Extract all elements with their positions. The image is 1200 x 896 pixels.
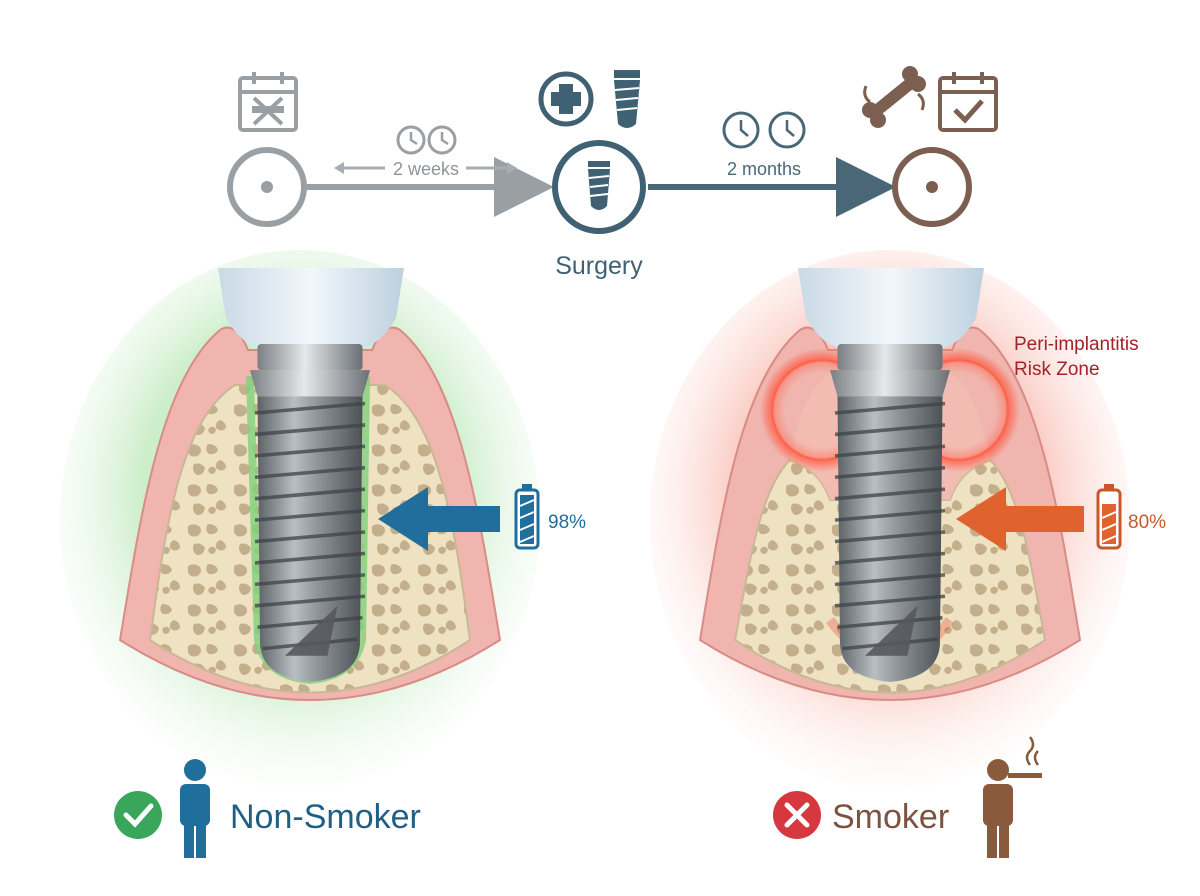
person-icon (180, 759, 210, 858)
timeline-node-start (227, 147, 307, 227)
check-icon (114, 791, 162, 839)
battery-gauge (514, 484, 540, 550)
surgery-label: Surgery (555, 252, 643, 280)
cross-icon (773, 791, 821, 839)
timeline-node-surgery (552, 140, 646, 234)
stability-arrow (956, 487, 1084, 551)
risk-label-line1: Peri-implantitis (1014, 334, 1139, 355)
timeline: 2 weeks Surgery 2 months (227, 66, 998, 280)
non-smoker-label: Non-Smoker (230, 798, 421, 836)
left-percent: 98% (548, 512, 586, 533)
smoking-person-icon (983, 736, 1042, 858)
calendar-check-icon (938, 72, 998, 132)
implant (828, 342, 952, 684)
clock-icon (396, 125, 457, 155)
no-smoking-calendar-icon (238, 72, 298, 132)
stability-arrow (378, 487, 500, 551)
crown (798, 268, 984, 348)
risk-label-line2: Risk Zone (1014, 359, 1100, 380)
two-weeks-span: 2 weeks (334, 159, 517, 179)
clock-icon (722, 111, 806, 149)
medical-cross-icon (538, 71, 594, 127)
implant-screw-icon (614, 70, 640, 128)
gap1-label: 2 weeks (393, 159, 459, 179)
crown (218, 268, 404, 348)
smoker-panel: 80% Peri-implantitis Risk Zone Smoker (650, 250, 1166, 858)
gap2-label: 2 months (727, 159, 801, 179)
right-percent: 80% (1128, 512, 1166, 533)
smoker-label: Smoker (832, 798, 949, 836)
battery-gauge (1096, 484, 1122, 550)
bone-healing-icon (862, 66, 926, 128)
implant (248, 342, 372, 684)
timeline-node-healing (892, 147, 972, 227)
non-smoker-panel: 98% Non-Smoker (60, 250, 586, 858)
